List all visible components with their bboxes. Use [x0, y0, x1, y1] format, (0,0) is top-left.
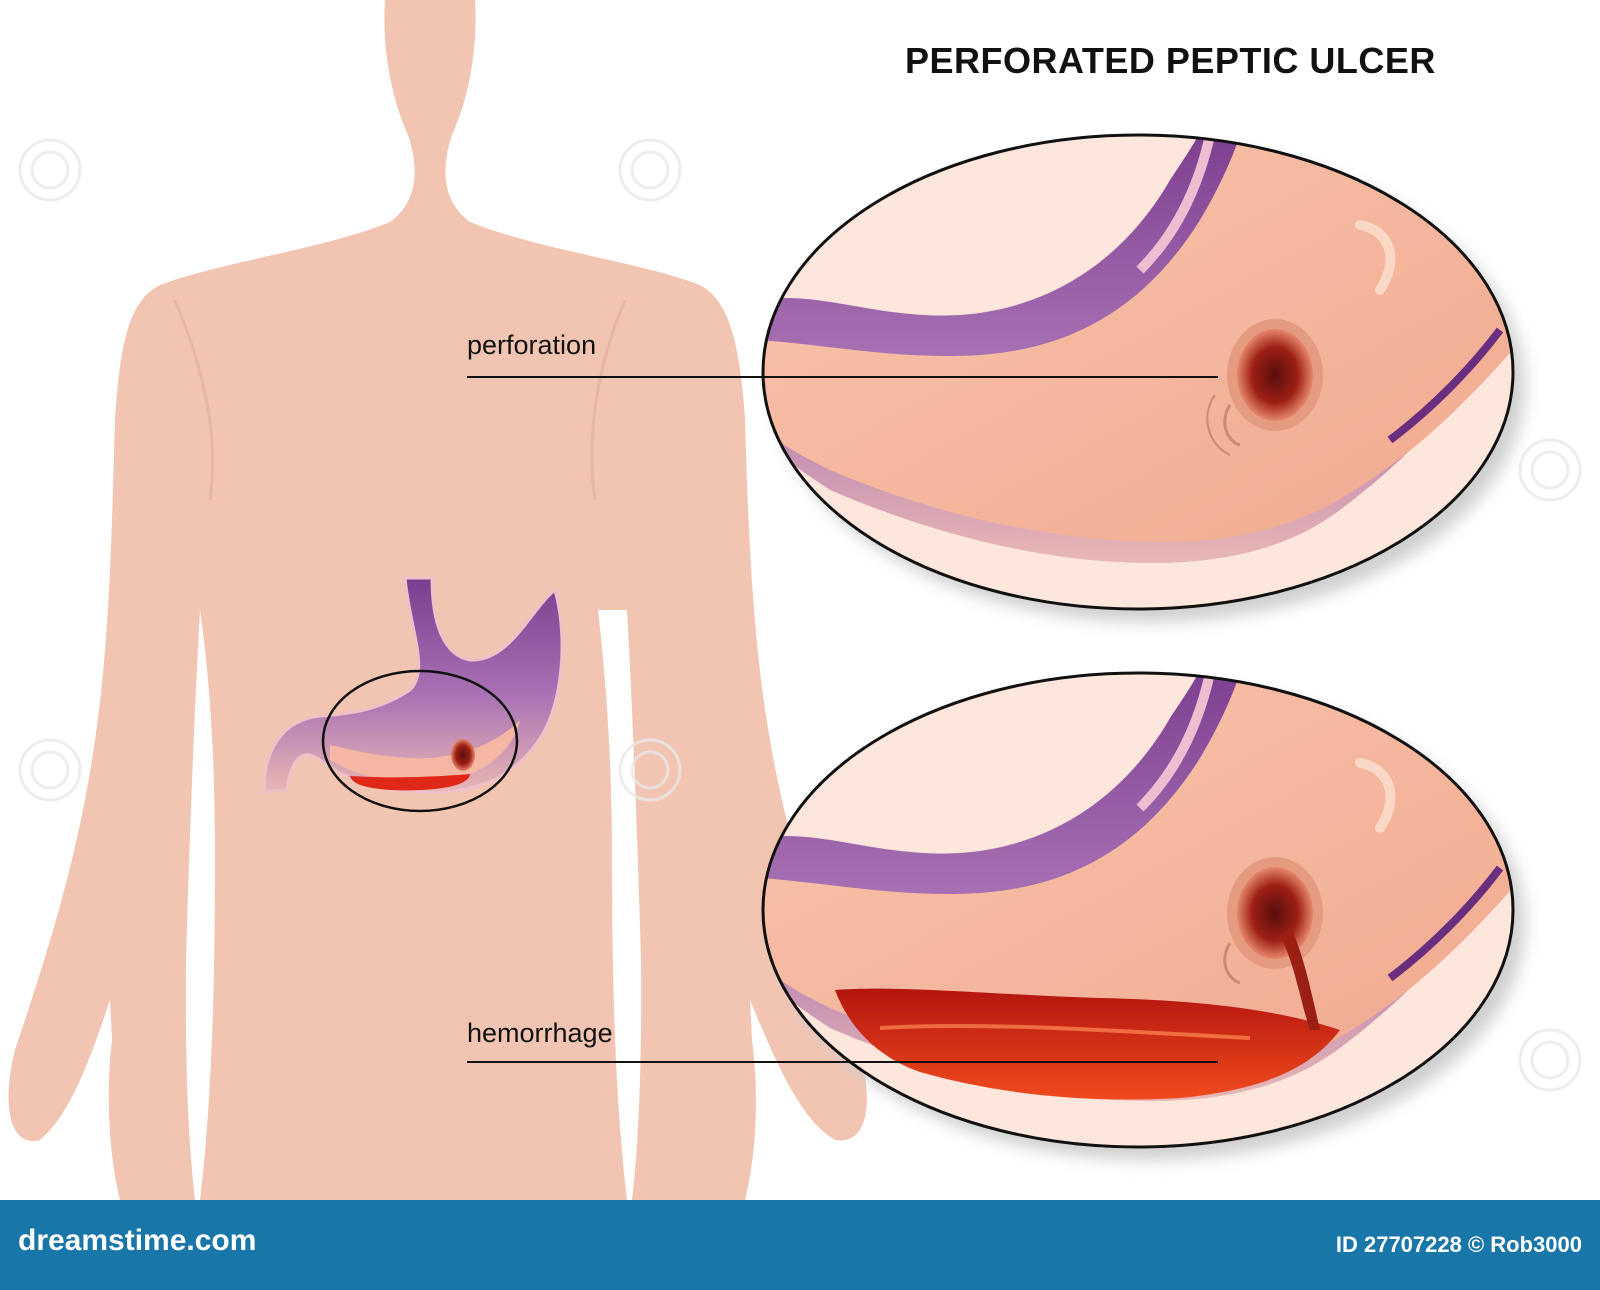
footer-image-credit: ID 27707228 © Rob3000 [1335, 1232, 1582, 1257]
perforation-zoom [761, 133, 1525, 622]
footer-bar: dreamstime.com ID 27707228 © Rob3000 [0, 1200, 1600, 1290]
perforation-label: perforation [467, 330, 597, 360]
hemorrhage-zoom [761, 671, 1525, 1160]
right-arm-gap [598, 610, 642, 1200]
hemorrhage-label: hemorrhage [467, 1018, 613, 1048]
peptic-ulcer-illustration [8, 0, 1582, 1200]
left-arm-gap [185, 610, 215, 1200]
watermark-spirals [18, 138, 1582, 1092]
footer-site-name[interactable]: dreamstime.com [18, 1224, 257, 1257]
body-silhouette [8, 0, 867, 1200]
diagram-title: PERFORATED PEPTIC ULCER [905, 40, 1436, 81]
small-stomach [263, 576, 564, 813]
